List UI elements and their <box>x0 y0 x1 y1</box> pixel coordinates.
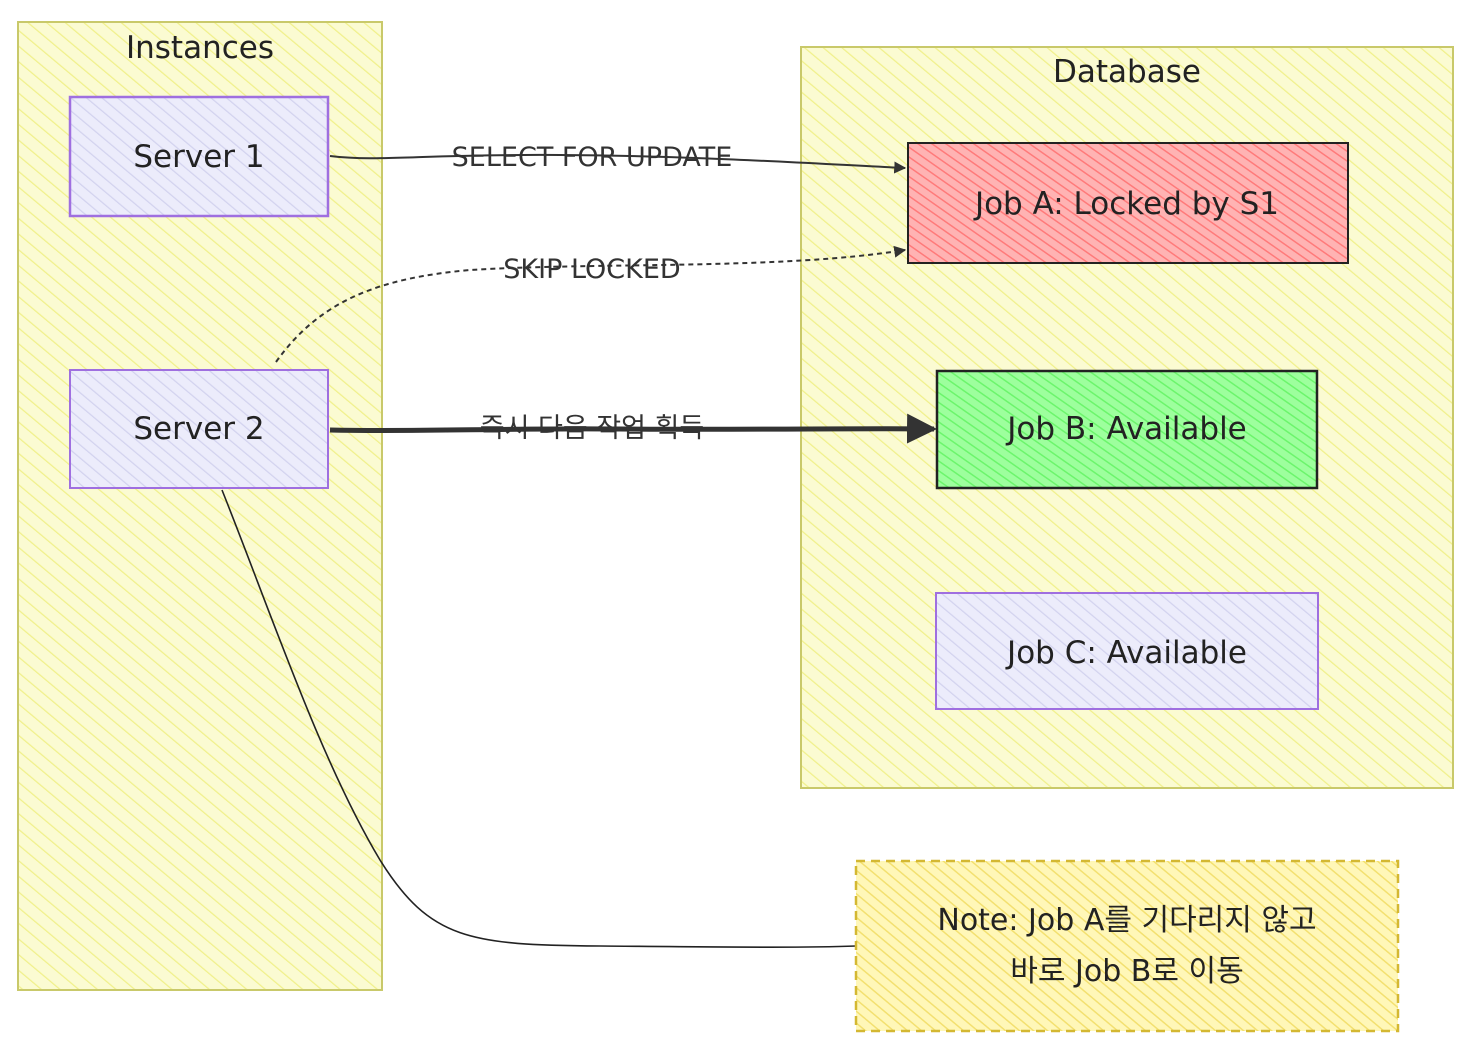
edge-note-link <box>221 489 857 948</box>
node-job-c: Job C: Available <box>935 592 1319 710</box>
node-job-c-label: Job C: Available <box>1005 635 1247 671</box>
group-instances-title: Instances <box>126 30 274 66</box>
node-server-2: Server 2 <box>69 369 329 489</box>
edge-acquire-next <box>329 413 937 444</box>
node-server-1-label: Server 1 <box>133 139 264 175</box>
node-job-b: Job B: Available <box>935 369 1319 490</box>
group-database-title: Database <box>1053 54 1201 90</box>
node-job-a: Job A: Locked by S1 <box>907 142 1349 264</box>
edge-skip-locked <box>275 245 907 363</box>
note-line-1: Note: Job A를 기다리지 않고 <box>937 903 1316 938</box>
node-server-1: Server 1 <box>68 95 330 218</box>
edge-label-acquire-next: 즉시 다음 작업 획득 <box>480 413 704 444</box>
note-box: Note: Job A를 기다리지 않고 바로 Job B로 이동 <box>854 859 1400 1033</box>
edge-label-select-for-update: SELECT FOR UPDATE <box>452 142 733 173</box>
edge-select-for-update <box>329 153 907 174</box>
node-job-b-label: Job B: Available <box>1005 411 1247 447</box>
edge-label-skip-locked: SKIP LOCKED <box>503 254 680 285</box>
node-job-a-label: Job A: Locked by S1 <box>973 186 1279 222</box>
node-server-2-label: Server 2 <box>133 411 264 447</box>
note-line-2: 바로 Job B로 이동 <box>1010 954 1243 989</box>
